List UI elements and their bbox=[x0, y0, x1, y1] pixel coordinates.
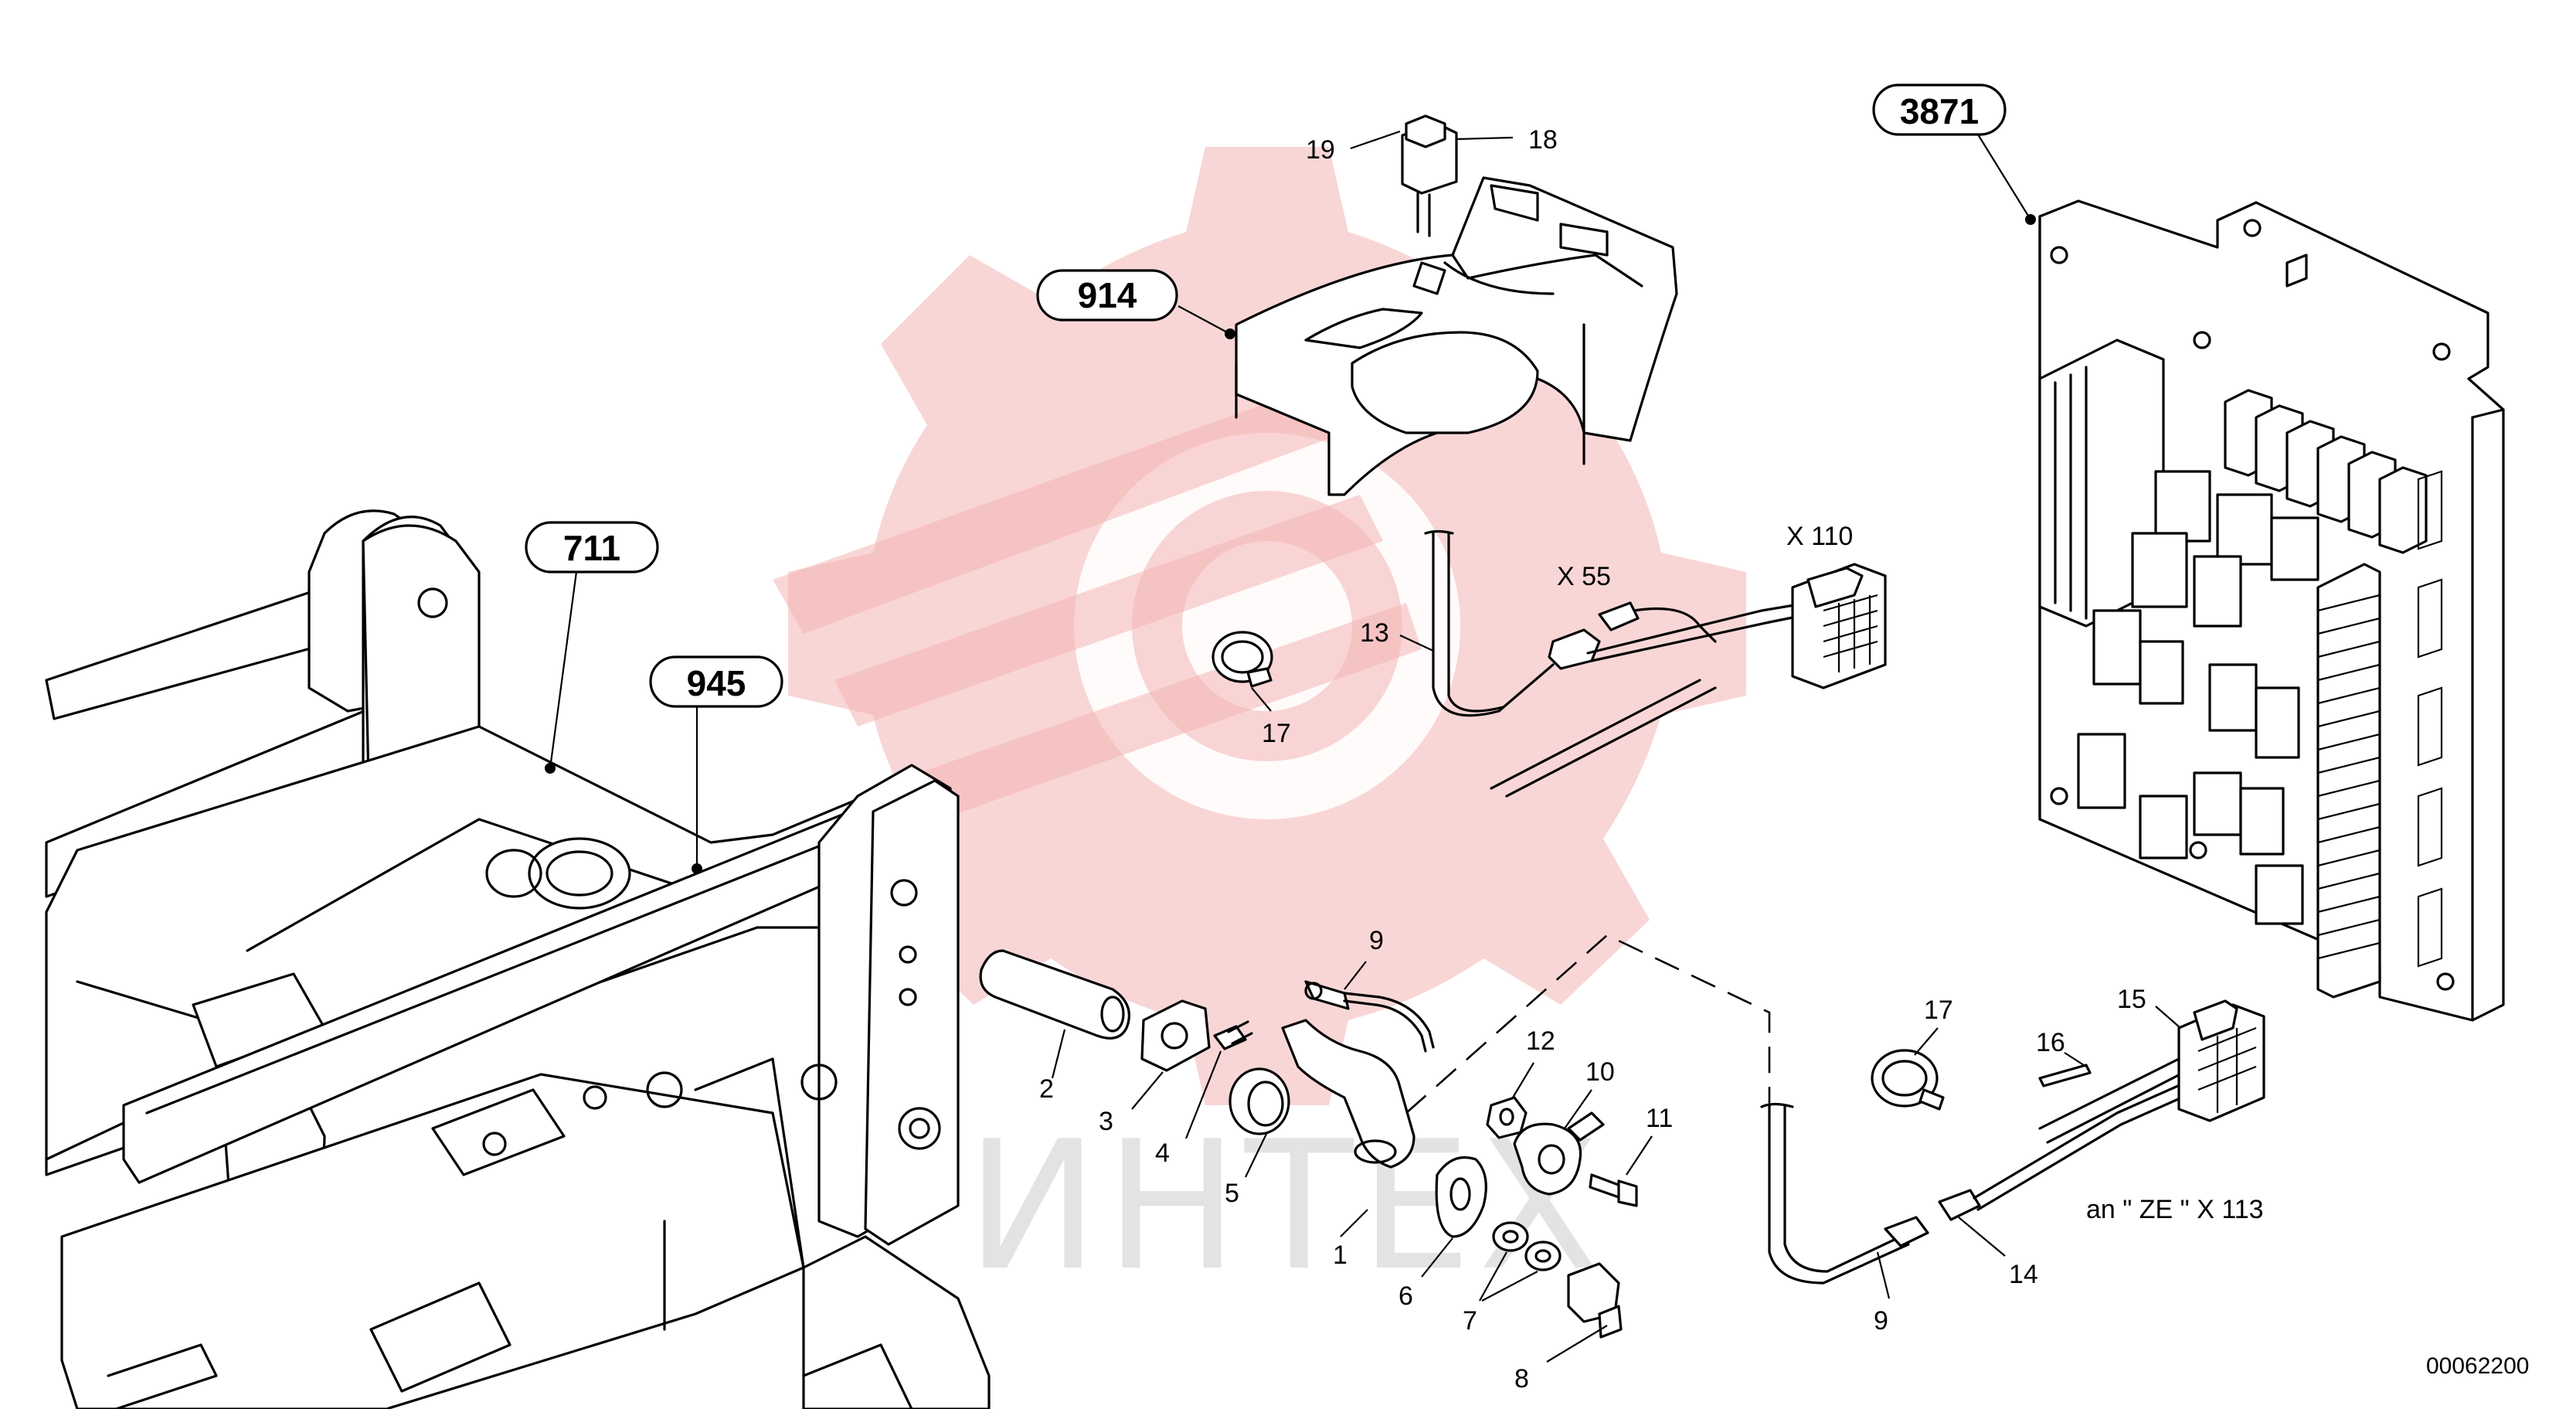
leader-6 bbox=[1421, 1237, 1453, 1278]
leader-8 bbox=[1546, 1325, 1608, 1363]
connector-15 bbox=[2177, 999, 2265, 1122]
pin-2 bbox=[979, 949, 1130, 1040]
wire-routing bbox=[1405, 934, 2200, 1285]
leader-19 bbox=[1350, 130, 1401, 150]
leader-13 bbox=[1399, 635, 1434, 652]
leader-10 bbox=[1564, 1089, 1592, 1129]
leader-4 bbox=[1184, 1050, 1222, 1139]
screw-4 bbox=[1213, 1020, 1253, 1050]
leader-16 bbox=[2064, 1052, 2087, 1067]
lock-ring-5 bbox=[1229, 1067, 1290, 1135]
bolt-8 bbox=[1567, 1262, 1623, 1339]
washers-7 bbox=[1492, 1221, 1562, 1271]
leader-18 bbox=[1456, 136, 1514, 141]
leader-9-top bbox=[1344, 961, 1367, 990]
leader-711 bbox=[549, 571, 578, 769]
wire-harness-13 bbox=[1424, 529, 1887, 798]
loader-frame-711-945 bbox=[45, 509, 991, 1409]
leader-7a bbox=[1479, 1251, 1507, 1302]
leader-9-bottom bbox=[1876, 1251, 1891, 1299]
hose-clamp-17-top bbox=[1212, 631, 1273, 688]
spacer-6 bbox=[1435, 1155, 1487, 1238]
contact-pin-16 bbox=[2038, 1064, 2092, 1087]
leader-14 bbox=[1958, 1217, 2006, 1257]
hose-clamp-17-bottom bbox=[1871, 1049, 1945, 1111]
control-board-3871 bbox=[2038, 199, 2505, 1022]
leader-7b bbox=[1481, 1271, 1538, 1302]
leader-2 bbox=[1051, 1029, 1066, 1079]
leader-914 bbox=[1178, 305, 1231, 335]
leader-11 bbox=[1626, 1135, 1653, 1176]
bolt-11 bbox=[1589, 1173, 1638, 1207]
leader-17-bottom bbox=[1914, 1027, 1939, 1056]
nut-12 bbox=[1486, 1096, 1528, 1139]
p-clamp-10 bbox=[1513, 1111, 1605, 1196]
bracket-1 bbox=[1281, 1019, 1415, 1169]
leader-5 bbox=[1245, 1132, 1268, 1178]
leader-3871 bbox=[1977, 134, 2031, 220]
leader-17-top bbox=[1251, 687, 1272, 712]
retainer-plate-3 bbox=[1140, 999, 1211, 1072]
switch-18-19 bbox=[1401, 114, 1458, 237]
leader-12 bbox=[1512, 1062, 1534, 1098]
sensor-9 bbox=[1304, 980, 1435, 1053]
console-cover-914 bbox=[1235, 176, 1678, 496]
leader-15 bbox=[2155, 1006, 2181, 1029]
leader-3 bbox=[1131, 1071, 1164, 1110]
leader-1 bbox=[1340, 1209, 1368, 1237]
